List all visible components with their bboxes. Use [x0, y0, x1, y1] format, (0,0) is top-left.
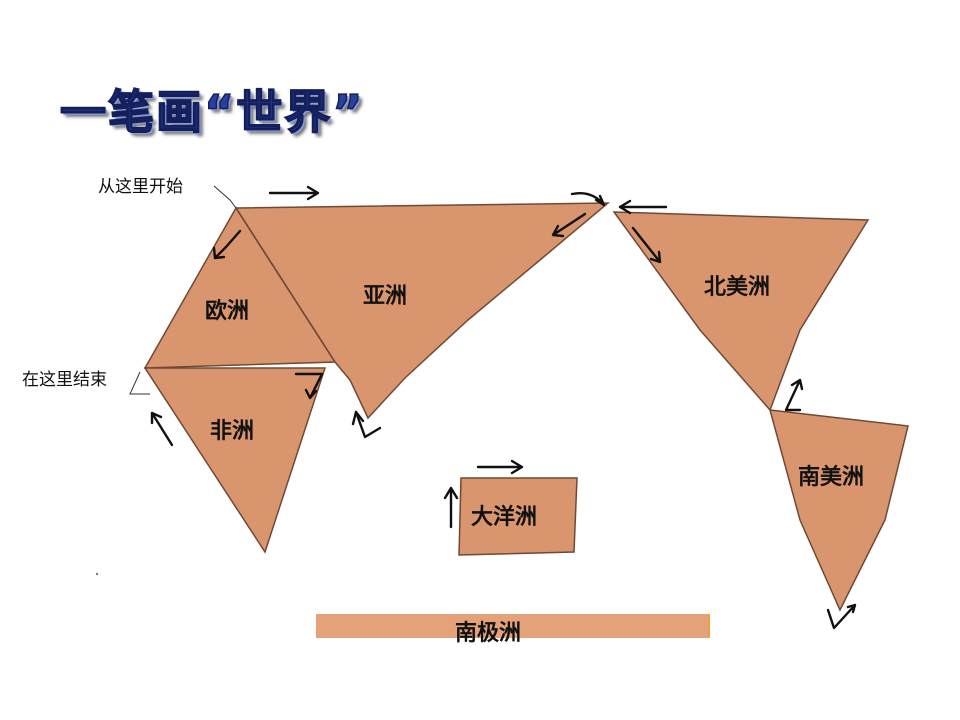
direction-arrows [150, 185, 857, 630]
north-america-label: 北美洲 [704, 274, 770, 300]
page-title: 一笔画“世界” [59, 84, 365, 140]
asia-label: 亚洲 [363, 284, 407, 309]
antarctica-label: 南极洲 [455, 621, 521, 646]
oceania-label: 大洋洲 [471, 504, 537, 530]
africa-shape [143, 367, 327, 554]
end-note: 在这里结束 [22, 370, 107, 390]
oceania-shape [458, 477, 578, 556]
south-america-shape [768, 409, 909, 612]
start-note: 从这里开始 [98, 177, 183, 197]
africa-label: 非洲 [210, 419, 254, 444]
antarctica-band [316, 614, 710, 638]
europe-label: 欧洲 [205, 298, 249, 324]
asia-shape [234, 202, 611, 420]
south-america-label: 南美洲 [798, 464, 864, 490]
north-america-shape [612, 211, 870, 412]
